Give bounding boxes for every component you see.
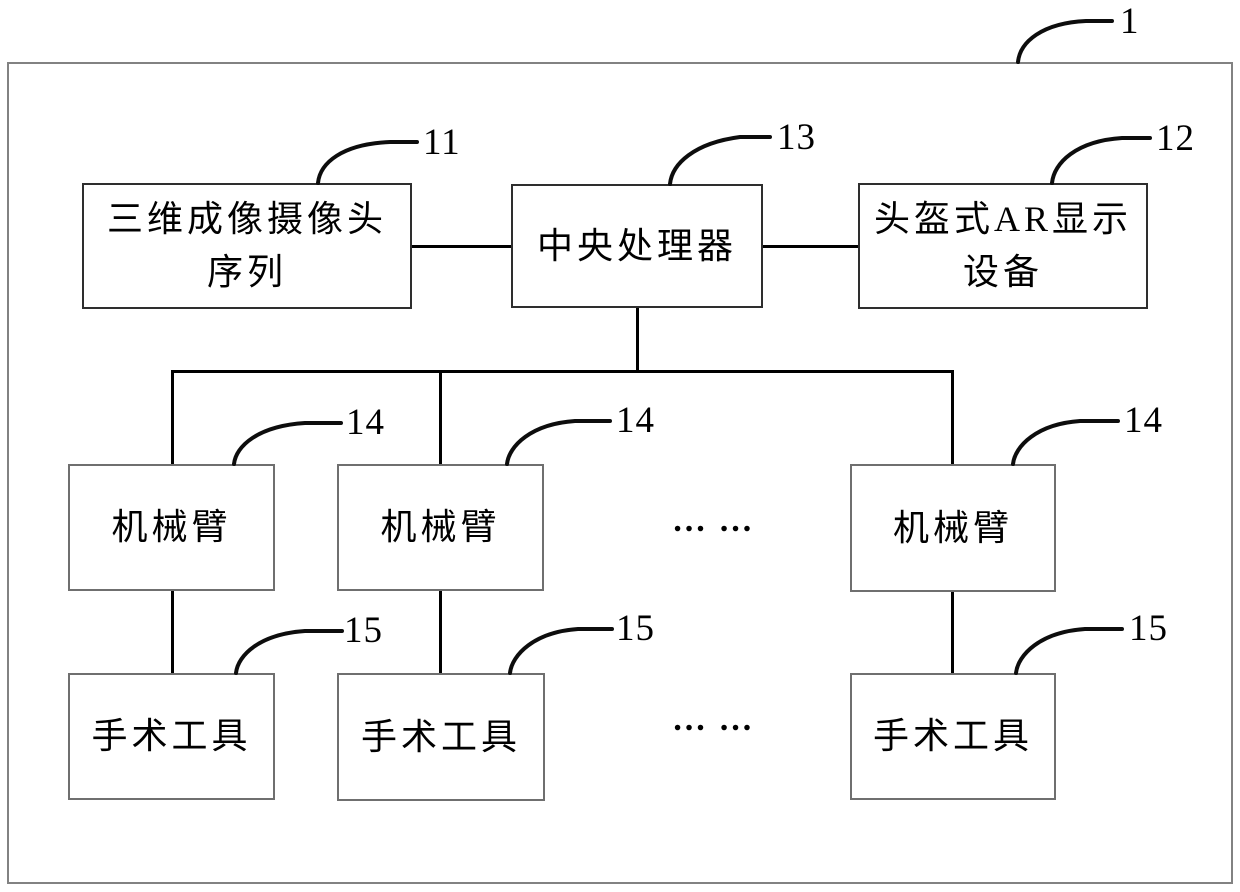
system-boundary-frame: [7, 62, 1233, 884]
drop-bus-arm1: [171, 372, 174, 464]
box-surgical-tool-2-label: 手术工具: [360, 716, 521, 757]
connector-camera-cpu: [410, 245, 511, 248]
box-robotic-arm-3-label: 机械臂: [892, 507, 1013, 548]
ref-label-15a: 15: [344, 610, 383, 651]
ref-label-1: 1: [1120, 1, 1140, 42]
ref-label-15b: 15: [616, 608, 655, 649]
box-robotic-arm-1-label: 机械臂: [111, 507, 232, 547]
box-robotic-arm-1: 机械臂: [68, 464, 275, 591]
connector-arm2-tool2: [439, 590, 442, 674]
box-camera-array-label-line1: 三维成像摄像头: [106, 199, 387, 239]
box-camera-array-label-line2: 序列: [206, 252, 287, 292]
box-surgical-tool-3: 手术工具: [850, 673, 1056, 800]
box-surgical-tool-3-label: 手术工具: [872, 716, 1033, 756]
drop-bus-arm3: [951, 372, 954, 464]
connector-cpu-ar: [762, 245, 858, 248]
box-cpu: 中央处理器: [511, 184, 763, 308]
drop-bus-arm2: [439, 372, 442, 464]
ref-label-14b: 14: [616, 400, 655, 441]
ref-label-12: 12: [1156, 118, 1195, 159]
ref-label-11: 11: [423, 122, 461, 163]
box-surgical-tool-1-label: 手术工具: [91, 716, 252, 756]
box-robotic-arm-2-label: 机械臂: [380, 507, 501, 547]
box-robotic-arm-3: 机械臂: [850, 464, 1056, 592]
box-ar-display-label-line2: 设备: [962, 252, 1043, 292]
box-ar-display: 头盔式AR显示 设备: [858, 183, 1148, 309]
ref-label-13: 13: [777, 117, 816, 158]
box-cpu-label: 中央处理器: [536, 225, 737, 266]
ref-label-15c: 15: [1129, 608, 1168, 649]
box-robotic-arm-2: 机械臂: [337, 464, 544, 591]
connector-arm3-tool3: [951, 591, 954, 674]
box-ar-display-label-line1: 头盔式AR显示: [873, 199, 1132, 239]
ellipsis-tools: … …: [672, 701, 755, 738]
connector-cpu-bus: [636, 308, 639, 372]
leader-curve-1: [1016, 19, 1114, 64]
ellipsis-arms: … …: [672, 502, 755, 539]
box-surgical-tool-1: 手术工具: [68, 673, 275, 800]
ref-label-14c: 14: [1124, 400, 1163, 441]
ref-label-14a: 14: [346, 402, 385, 443]
bus-line: [171, 370, 954, 373]
connector-arm1-tool1: [171, 590, 174, 674]
box-surgical-tool-2: 手术工具: [337, 673, 545, 801]
box-camera-array: 三维成像摄像头 序列: [82, 183, 412, 309]
